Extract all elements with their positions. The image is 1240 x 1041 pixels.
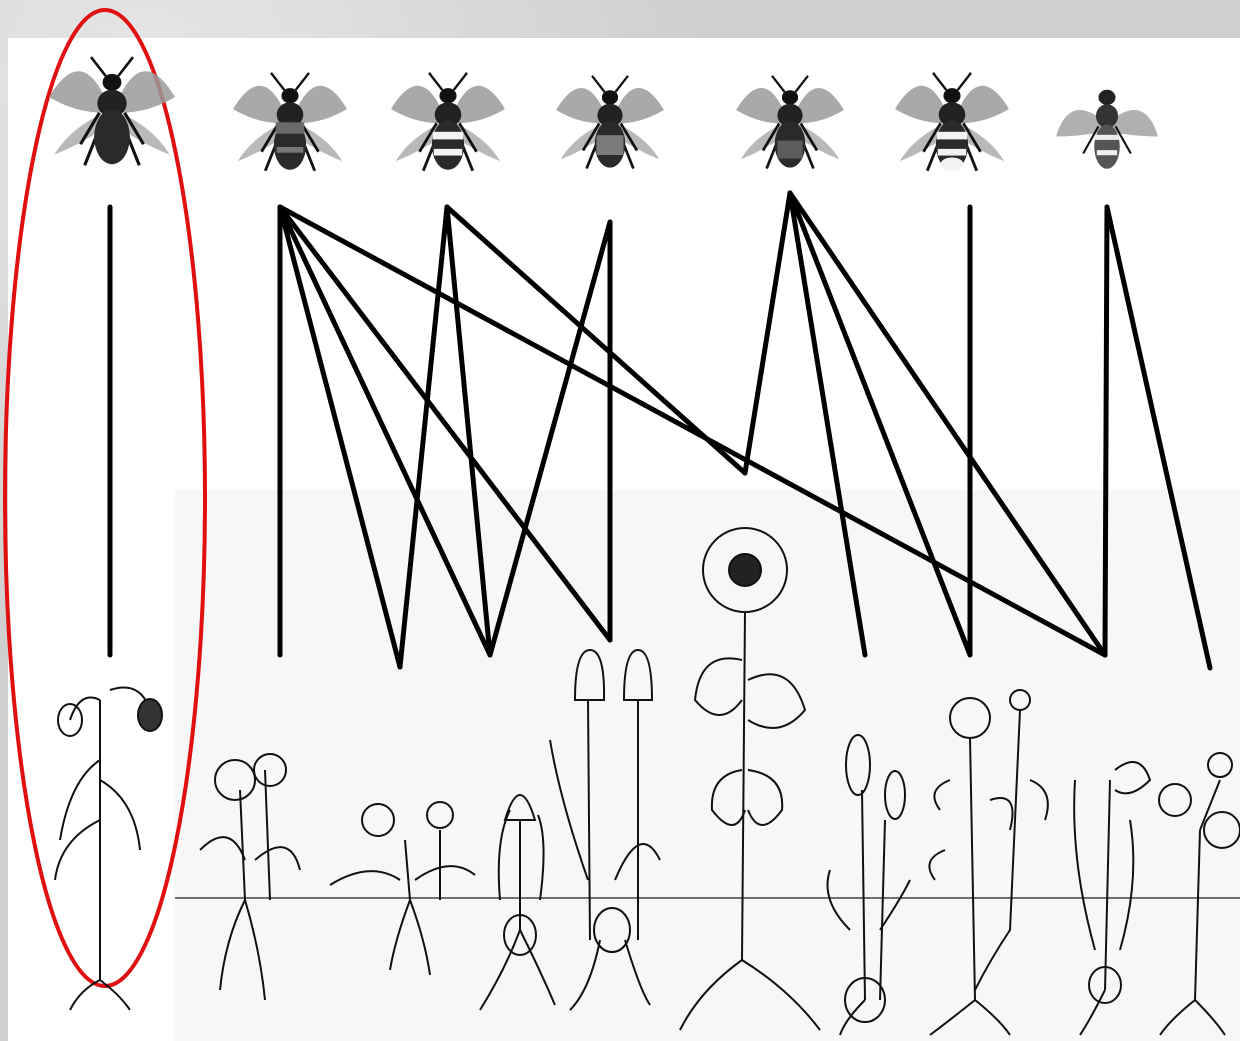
violet-icon	[200, 754, 300, 1000]
grape-hyacinth-icon	[828, 735, 911, 1035]
crocus-icon	[480, 795, 555, 1010]
slender-bee-icon	[736, 76, 844, 169]
banded-bee-icon	[233, 73, 347, 171]
sunflower-icon	[680, 528, 820, 1030]
daisy-icon	[330, 802, 475, 975]
striped-bumblebee-icon	[391, 73, 505, 171]
hoverfly-icon	[1056, 90, 1158, 169]
carnation-icon	[1159, 753, 1240, 1035]
interaction-links	[110, 193, 1210, 668]
link-p2-f3	[280, 207, 400, 667]
white-tail-bumblebee-icon	[895, 73, 1009, 171]
link-p7-f10	[1107, 207, 1210, 668]
link-p2-f8	[280, 207, 1105, 655]
link-p5-f6	[745, 193, 790, 473]
rose-icon	[929, 690, 1047, 1035]
plants-row	[55, 528, 1240, 1035]
link-p2-f5	[280, 207, 610, 640]
pollinators-row	[49, 57, 1158, 171]
link-p5-f9	[790, 193, 970, 655]
link-p4-f4	[490, 222, 610, 655]
link-p2-f4	[280, 207, 490, 655]
orchid-icon	[55, 688, 162, 1011]
link-p7-f8	[1105, 207, 1107, 655]
small-bee-icon	[556, 76, 664, 169]
link-p5-f7	[790, 193, 865, 655]
link-p5-f8	[790, 193, 1105, 655]
link-p3-f6	[447, 207, 745, 473]
tulip-icon	[550, 650, 660, 1010]
